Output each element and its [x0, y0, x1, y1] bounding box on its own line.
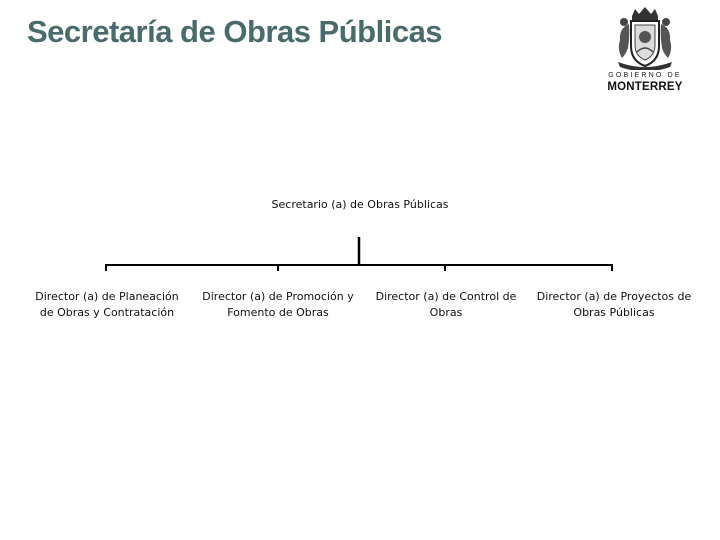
- coat-of-arms-icon: [618, 7, 672, 70]
- logo-name: MONTERREY: [607, 81, 683, 93]
- page-title: Secretaría de Obras Públicas: [27, 14, 443, 49]
- node-director-proyectos: Director (a) de Proyectos de Obras Públi…: [536, 290, 692, 319]
- monterrey-logo: GOBIERNO DE MONTERREY: [604, 6, 686, 98]
- node-director-promocion: Director (a) de Promoción y Fomento de O…: [202, 290, 354, 319]
- logo-subtitle: GOBIERNO DE: [608, 72, 682, 79]
- node-secretario: Secretario (a) de Obras Públicas: [271, 198, 449, 211]
- node-director-control: Director (a) de Control de Obras: [375, 290, 517, 319]
- node-director-planeacion: Director (a) de Planeación de Obras y Co…: [35, 290, 179, 319]
